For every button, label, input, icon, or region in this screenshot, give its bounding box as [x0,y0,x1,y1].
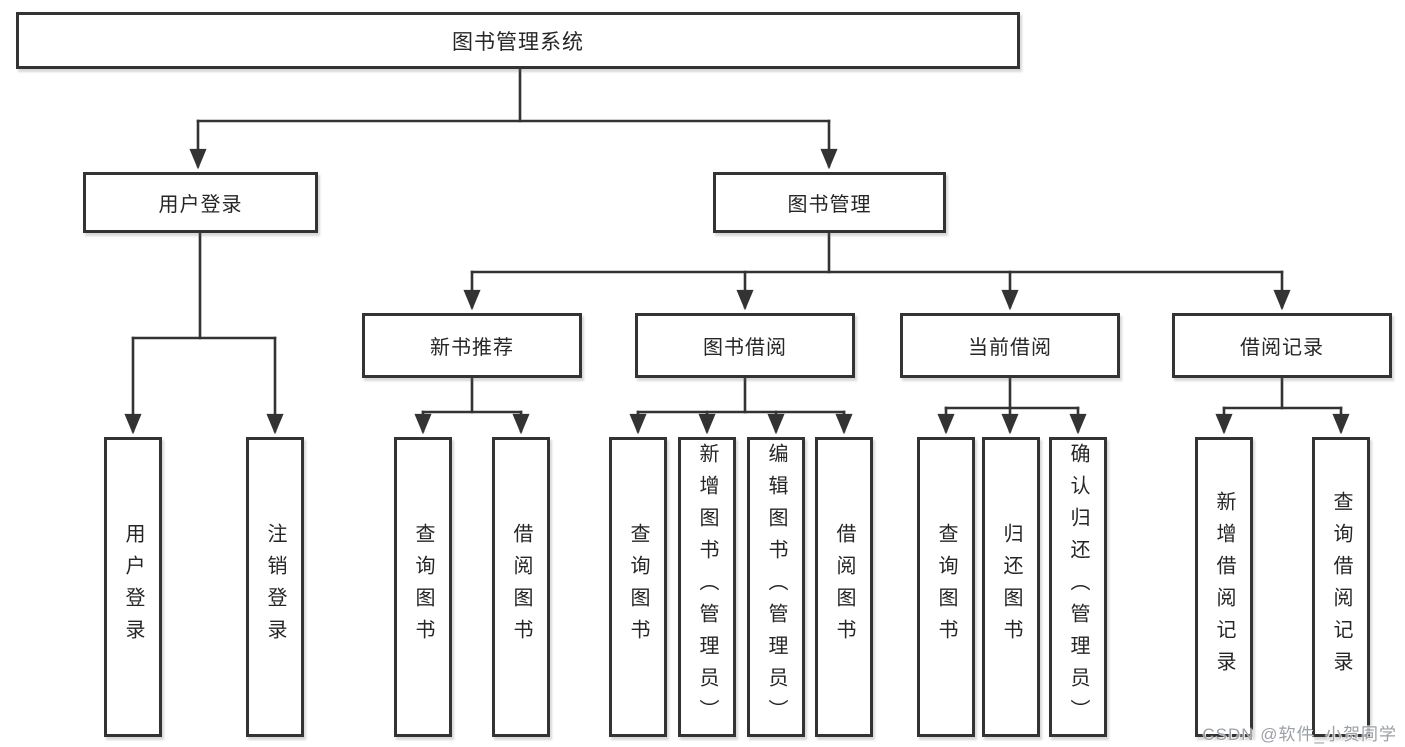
node-user-login: 用户登录 [83,172,318,233]
node-label: 注销登录 [264,523,286,651]
leaf-query-books-recommend: 查询图书 [394,437,452,737]
leaf-confirm-return-admin: 确认归还（管理员） [1049,437,1107,737]
node-book-borrowing: 图书借阅 [635,313,855,378]
leaf-query-books-current: 查询图书 [917,437,975,737]
node-label: 查询图书 [935,523,957,651]
node-label: 新增图书（管理员） [696,443,718,731]
node-label: 确认归还（管理员） [1067,443,1089,731]
node-label: 用户登录 [122,523,144,651]
leaf-add-books-admin: 新增图书（管理员） [678,437,736,737]
node-new-book-recommendation: 新书推荐 [362,313,582,378]
leaf-return-books: 归还图书 [982,437,1040,737]
node-label: 图书借阅 [703,337,787,359]
leaf-logout: 注销登录 [246,437,304,737]
leaf-add-borrow-record: 新增借阅记录 [1195,437,1253,737]
node-book-management: 图书管理 [713,172,946,233]
node-label: 用户登录 [158,194,243,216]
node-current-borrowing: 当前借阅 [900,313,1120,378]
leaf-borrow-books-recommend: 借阅图书 [492,437,550,737]
node-label: 查询图书 [412,523,434,651]
node-label: 图书管理系统 [452,30,584,54]
csdn-watermark: CSDN @软件_小贺同学 [1202,725,1397,744]
node-label: 借阅图书 [510,523,532,651]
leaf-user-login: 用户登录 [104,437,162,737]
leaf-query-books-borrowing: 查询图书 [609,437,667,737]
node-label: 查询图书 [627,523,649,651]
node-label: 新增借阅记录 [1213,491,1235,683]
leaf-query-borrow-record: 查询借阅记录 [1312,437,1370,737]
leaf-edit-books-admin: 编辑图书（管理员） [747,437,805,737]
leaf-borrow-books: 借阅图书 [815,437,873,737]
node-label: 归还图书 [1000,523,1022,651]
node-label: 当前借阅 [968,337,1052,359]
node-label: 图书管理 [787,194,872,216]
node-label: 借阅图书 [833,523,855,651]
node-borrowing-records: 借阅记录 [1172,313,1392,378]
node-label: 编辑图书（管理员） [765,443,787,731]
node-library-management-system: 图书管理系统 [16,12,1020,69]
node-label: 借阅记录 [1240,337,1324,359]
node-label: 查询借阅记录 [1330,491,1352,683]
node-label: 新书推荐 [430,337,514,359]
